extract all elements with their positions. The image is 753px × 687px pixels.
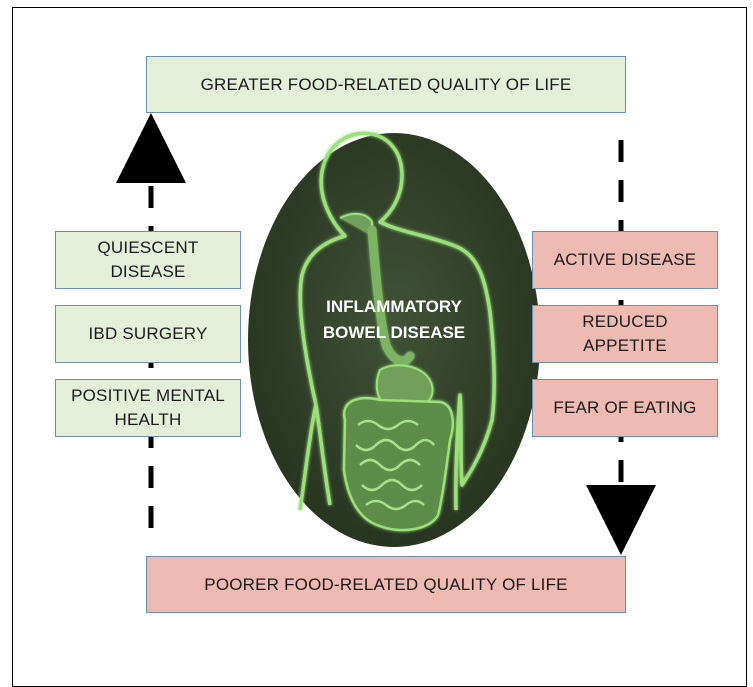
active-disease-box: ACTIVE DISEASE xyxy=(532,231,718,289)
reduced-appetite-box: REDUCED APPETITE xyxy=(532,305,718,363)
ibd-surgery-text: IBD SURGERY xyxy=(88,322,207,346)
active-disease-text: ACTIVE DISEASE xyxy=(554,248,697,272)
quiescent-disease-box: QUIESCENT DISEASE xyxy=(55,231,241,289)
reduced-appetite-text: REDUCED APPETITE xyxy=(582,310,667,358)
ibd-label: INFLAMMATORY BOWEL DISEASE xyxy=(300,294,488,346)
poorer-quality-box: POORER FOOD-RELATED QUALITY OF LIFE xyxy=(146,556,626,613)
fear-of-eating-text: FEAR OF EATING xyxy=(553,396,696,420)
greater-quality-text: GREATER FOOD-RELATED QUALITY OF LIFE xyxy=(201,73,572,97)
fear-of-eating-box: FEAR OF EATING xyxy=(532,379,718,437)
positive-mental-health-text: POSITIVE MENTAL HEALTH xyxy=(71,384,225,432)
quiescent-disease-text: QUIESCENT DISEASE xyxy=(98,236,199,284)
positive-mental-health-box: POSITIVE MENTAL HEALTH xyxy=(55,379,241,437)
ibd-surgery-box: IBD SURGERY xyxy=(55,305,241,363)
poorer-quality-text: POORER FOOD-RELATED QUALITY OF LIFE xyxy=(204,573,567,597)
greater-quality-box: GREATER FOOD-RELATED QUALITY OF LIFE xyxy=(146,56,626,113)
